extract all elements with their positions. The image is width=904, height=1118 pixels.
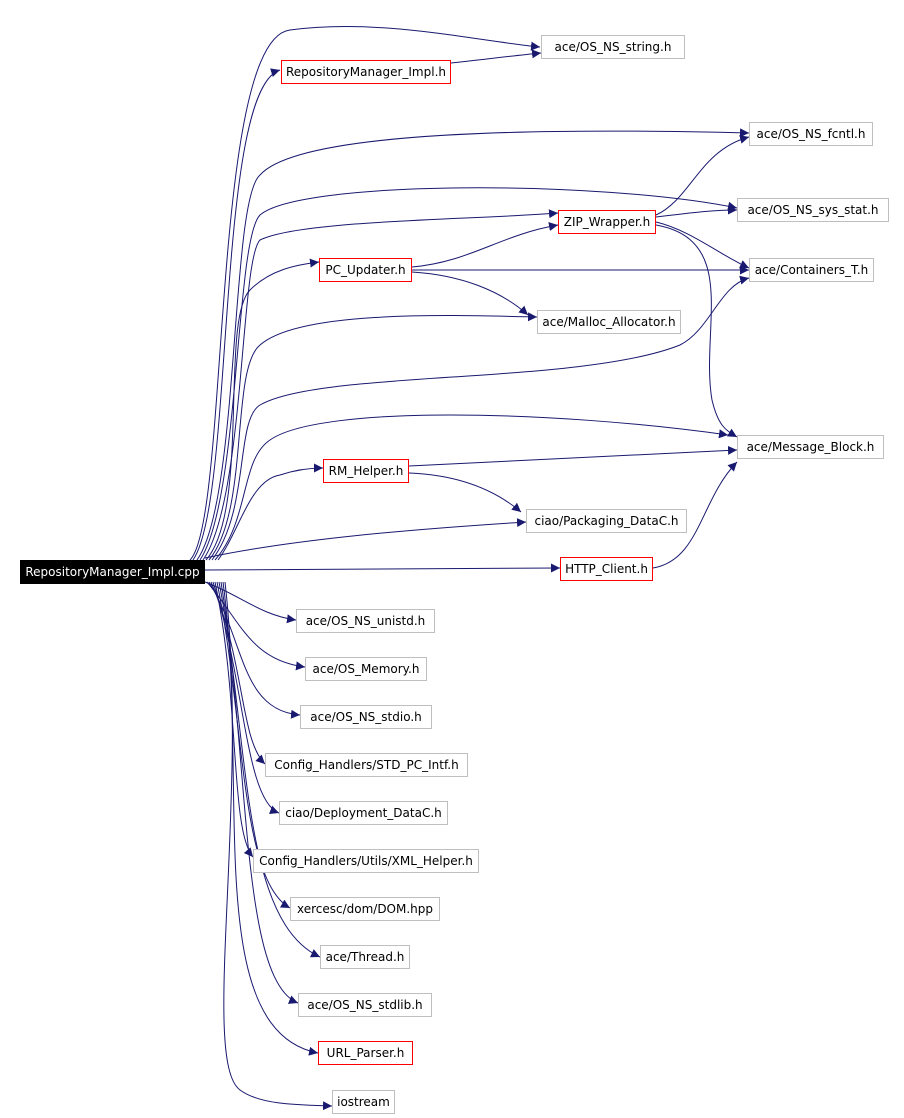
node-xerces-dom[interactable]: xercesc/dom/DOM.hpp [290, 897, 440, 921]
node-std-pc-intf[interactable]: Config_Handlers/STD_PC_Intf.h [265, 753, 468, 777]
node-os-memory[interactable]: ace/OS_Memory.h [305, 657, 427, 681]
edge-zip-message-block [655, 224, 738, 438]
node-os-ns-unistd[interactable]: ace/OS_NS_unistd.h [296, 609, 435, 633]
edge-root-pc-updater [205, 258, 320, 561]
node-malloc-allocator[interactable]: ace/Malloc_Allocator.h [537, 310, 681, 334]
edge-http-client-message-block [652, 461, 738, 569]
node-xml-helper[interactable]: Config_Handlers/Utils/XML_Helper.h [253, 849, 479, 873]
edge-root-malloc-allocator [208, 312, 538, 561]
edge-root-os-ns-string [189, 26, 541, 561]
node-message-block[interactable]: ace/Message_Block.h [737, 435, 884, 459]
node-rm-helper[interactable]: RM_Helper.h [323, 459, 409, 483]
edge-root-xml-helper [214, 581, 254, 858]
node-os-ns-sys-stat[interactable]: ace/OS_NS_sys_stat.h [737, 198, 889, 222]
edge-rm-helper-packaging [408, 472, 522, 513]
node-os-ns-fcntl[interactable]: ace/OS_NS_fcntl.h [749, 122, 873, 146]
edge-zip-os-ns-sys-stat [655, 205, 738, 218]
node-repositorymanager-impl-h[interactable]: RepositoryManager_Impl.h [281, 60, 451, 84]
edge-root-os-ns-sys-stat [199, 187, 738, 561]
node-packaging-datac[interactable]: ciao/Packaging_DataC.h [526, 509, 687, 533]
node-http-client[interactable]: HTTP_Client.h [560, 557, 653, 581]
edge-pc-updater-malloc [411, 271, 529, 316]
node-os-ns-stdio[interactable]: ace/OS_NS_stdio.h [300, 705, 432, 729]
node-containers-t[interactable]: ace/Containers_T.h [749, 258, 874, 282]
node-root-file[interactable]: RepositoryManager_Impl.cpp [20, 560, 205, 584]
edge-root-std-pc-intf [210, 581, 266, 765]
edge-root-iostream [223, 581, 333, 1111]
node-os-ns-stdlib[interactable]: ace/OS_NS_stdlib.h [298, 993, 432, 1017]
edge-root-os-ns-fcntl [196, 128, 750, 561]
node-deployment-datac[interactable]: ciao/Deployment_DataC.h [279, 801, 448, 825]
edge-pc-updater-zip [411, 222, 559, 268]
node-zip-wrapper[interactable]: ZIP_Wrapper.h [558, 210, 656, 234]
edge-rm-impl-os-ns-string [450, 49, 542, 64]
edge-root-http-client [204, 563, 561, 573]
edge-root-rm-impl-h [192, 68, 281, 561]
edge-root-xerces-dom [216, 581, 291, 909]
edge-root-url-parser [222, 581, 319, 1056]
edge-root-os-ns-stdio [208, 581, 301, 719]
edge-root-os-ns-stdlib [220, 581, 299, 1004]
node-thread[interactable]: ace/Thread.h [320, 945, 410, 969]
edge-root-packaging-datac [204, 518, 527, 559]
edge-zip-os-ns-fcntl [655, 134, 750, 216]
node-iostream[interactable]: iostream [332, 1090, 395, 1114]
edge-root-containers-t [211, 275, 750, 561]
edge-rm-helper-message-block [408, 445, 738, 467]
node-os-ns-string[interactable]: ace/OS_NS_string.h [541, 35, 685, 59]
edge-root-message-block [214, 414, 729, 561]
node-pc-updater[interactable]: PC_Updater.h [319, 258, 412, 282]
node-url-parser[interactable]: URL_Parser.h [318, 1041, 413, 1065]
edge-root-rm-helper [217, 463, 324, 561]
edge-zip-containers-t [655, 221, 750, 269]
